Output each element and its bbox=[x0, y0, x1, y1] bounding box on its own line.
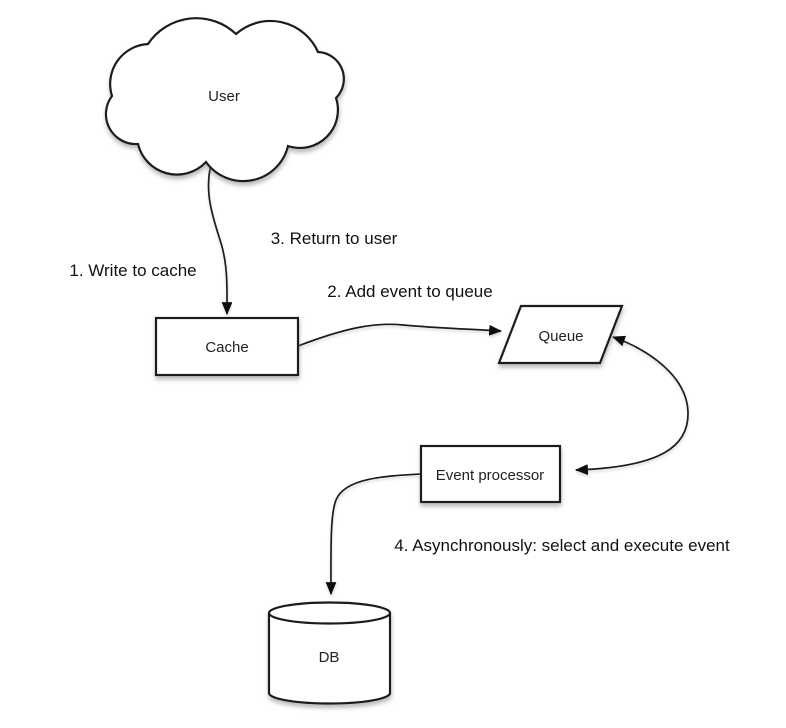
step1-label: 1. Write to cache bbox=[69, 261, 196, 280]
cloud-shape-icon bbox=[104, 17, 345, 183]
node-queue-label: Queue bbox=[538, 328, 583, 345]
db-cylinder-top bbox=[267, 601, 392, 625]
node-event-processor: Event processor bbox=[419, 444, 562, 504]
node-user: User bbox=[104, 17, 345, 183]
event-processor-box bbox=[419, 444, 562, 504]
node-cache-label: Cache bbox=[205, 339, 248, 356]
edge-user-to-cache bbox=[207, 164, 233, 316]
node-user-label: User bbox=[208, 88, 240, 105]
step2-label: 2. Add event to queue bbox=[327, 282, 492, 301]
step-labels-layer: 1. Write to cache 2. Add event to queue … bbox=[69, 229, 730, 555]
node-db: DB bbox=[267, 601, 392, 705]
step4-label: 4. Asynchronously: select and execute ev… bbox=[394, 536, 730, 555]
edges-layer bbox=[207, 164, 689, 596]
edge-queue-event-processor bbox=[574, 335, 689, 475]
step3-label: 3. Return to user bbox=[271, 229, 398, 248]
edge-event-processor-to-db bbox=[325, 473, 422, 596]
cache-box bbox=[154, 316, 300, 377]
db-cylinder-body bbox=[267, 613, 392, 705]
node-cache: Cache bbox=[154, 316, 300, 377]
node-queue: Queue bbox=[497, 304, 624, 365]
node-db-label: DB bbox=[319, 649, 340, 666]
queue-parallelogram bbox=[497, 304, 624, 365]
nodes-layer: User Cache Queue Event processor DB bbox=[104, 17, 624, 705]
edge-cache-to-queue bbox=[297, 323, 503, 347]
node-event-processor-label: Event processor bbox=[436, 467, 544, 484]
